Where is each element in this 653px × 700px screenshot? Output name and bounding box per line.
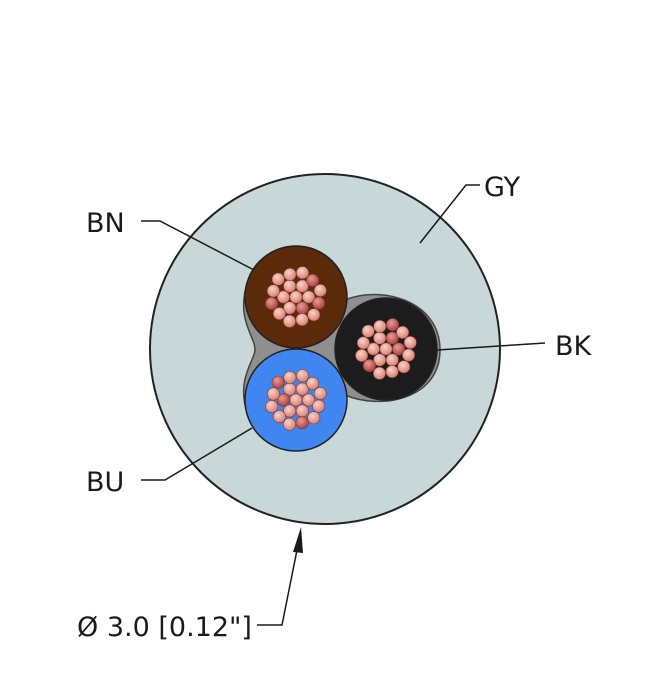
copper-strand bbox=[276, 393, 290, 407]
copper-strand bbox=[385, 353, 399, 367]
copper-strand bbox=[295, 279, 309, 293]
blue-conductor bbox=[244, 348, 348, 452]
copper-strand bbox=[403, 335, 417, 349]
copper-strand bbox=[283, 301, 297, 315]
label-bu: BU bbox=[86, 467, 124, 498]
copper-strand bbox=[396, 325, 410, 339]
copper-strand bbox=[362, 359, 376, 373]
copper-strand bbox=[295, 266, 309, 280]
copper-strand bbox=[361, 324, 375, 338]
copper-strand bbox=[283, 267, 297, 281]
leader-line-bk bbox=[436, 342, 546, 351]
copper-strand bbox=[295, 301, 309, 315]
black-conductor bbox=[334, 297, 438, 401]
copper-strand bbox=[302, 290, 316, 304]
copper-strand bbox=[265, 399, 279, 413]
copper-strand bbox=[295, 369, 309, 383]
dimension-arrow-line bbox=[257, 544, 299, 626]
copper-strand bbox=[372, 366, 386, 380]
copper-strand bbox=[402, 348, 416, 362]
copper-strand bbox=[385, 331, 399, 345]
copper-strand bbox=[385, 365, 399, 379]
copper-strand bbox=[283, 382, 297, 396]
copper-strand bbox=[282, 417, 296, 431]
copper-strand bbox=[283, 370, 297, 384]
label-diameter: Ø 3.0 [0.12"] bbox=[77, 612, 252, 643]
copper-strand bbox=[272, 410, 286, 424]
brown-conductor bbox=[244, 245, 348, 349]
copper-strand bbox=[283, 404, 297, 418]
brown-conductor-strands bbox=[265, 266, 327, 328]
copper-strand bbox=[271, 272, 285, 286]
black-conductor-strands bbox=[355, 318, 417, 380]
copper-strand bbox=[379, 342, 393, 356]
copper-strand bbox=[307, 411, 321, 425]
copper-strand bbox=[385, 318, 399, 332]
copper-strand bbox=[306, 376, 320, 390]
label-gy: GY bbox=[484, 172, 521, 203]
copper-strand bbox=[306, 273, 320, 287]
copper-strand bbox=[283, 279, 297, 293]
copper-strand bbox=[266, 387, 280, 401]
copper-strand bbox=[307, 308, 321, 322]
copper-strand bbox=[295, 313, 309, 327]
copper-strand bbox=[312, 296, 326, 310]
label-bn: BN bbox=[86, 208, 125, 239]
copper-strand bbox=[271, 375, 285, 389]
copper-strand bbox=[276, 290, 290, 304]
leader-line-gy bbox=[419, 184, 480, 244]
copper-strand bbox=[302, 393, 316, 407]
copper-strand bbox=[392, 342, 406, 356]
copper-strand bbox=[312, 399, 326, 413]
copper-strand bbox=[272, 307, 286, 321]
copper-strand bbox=[313, 283, 327, 297]
copper-strand bbox=[373, 331, 387, 345]
copper-strand bbox=[295, 382, 309, 396]
copper-strand bbox=[266, 284, 280, 298]
copper-strand bbox=[313, 386, 327, 400]
copper-strand bbox=[397, 360, 411, 374]
leader-line-bn bbox=[141, 220, 255, 271]
copper-strand bbox=[289, 393, 303, 407]
dimension-arrow-icon bbox=[293, 527, 303, 553]
blue-conductor-strands bbox=[265, 369, 327, 431]
copper-strand bbox=[366, 342, 380, 356]
copper-strand bbox=[373, 319, 387, 333]
copper-strand bbox=[282, 314, 296, 328]
copper-strand bbox=[356, 336, 370, 350]
copper-strand bbox=[295, 416, 309, 430]
copper-strand bbox=[265, 296, 279, 310]
copper-strand bbox=[355, 348, 369, 362]
copper-strand bbox=[295, 404, 309, 418]
copper-strand bbox=[373, 353, 387, 367]
copper-strand bbox=[289, 290, 303, 304]
label-bk: BK bbox=[555, 331, 593, 362]
leader-line-bu bbox=[141, 427, 253, 481]
